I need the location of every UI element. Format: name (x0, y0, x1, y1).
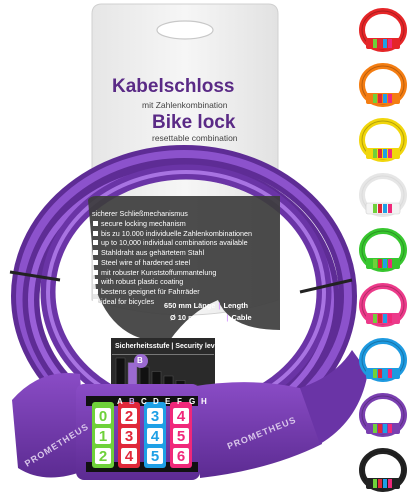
security-level-letter: B (129, 397, 135, 406)
wheel-digit: 5 (176, 428, 186, 445)
security-level-letter: H (201, 397, 207, 406)
hang-hole (156, 20, 214, 40)
variant-thumbnail-white[interactable] (359, 173, 407, 217)
feature-item: up to 10,000 individual combinations ava… (92, 238, 252, 248)
wheel-digit: 2 (124, 408, 134, 425)
wheel-digit: 6 (176, 448, 186, 465)
security-selected-letter: B (137, 356, 143, 365)
wheel-digit-window (95, 428, 111, 444)
product-title-en: Bike lock (152, 112, 236, 133)
wheel-digit: 2 (98, 448, 108, 465)
feature-item: secure locking mechanism (92, 219, 252, 229)
security-level-letter: G (189, 397, 196, 406)
wheel-digit-window (173, 428, 189, 444)
wheel-digit: 3 (150, 408, 160, 425)
info-panel (88, 196, 280, 340)
security-level-letter: D (153, 397, 159, 406)
feature-item: sicherer Schließmechanismus (92, 209, 188, 218)
wheel-digit-window (121, 448, 137, 464)
wheel-digit-window (121, 408, 137, 424)
security-level-letter: E (165, 397, 171, 406)
feature-item: Steel wire of hardened steel (92, 258, 252, 268)
variant-thumbnail-purple[interactable] (359, 393, 407, 437)
cable-ties (9, 270, 353, 294)
security-level-letter: C (141, 397, 147, 406)
security-label: Sicherheitsstufe | Security level (115, 343, 221, 350)
wheel-digit-window (147, 448, 163, 464)
variant-thumbnail-blue[interactable] (359, 338, 407, 382)
spec-length-en: Length (223, 301, 249, 310)
feature-list: sicherer Schließmechanismus secure locki… (92, 209, 252, 307)
wheel-digit: 0 (98, 408, 108, 425)
color-variants (359, 8, 407, 492)
product-title-de: Kabelschloss (112, 76, 235, 97)
feature-item: bestens geeignet für Fahrräder (92, 287, 252, 297)
wheel-digit-window (147, 408, 163, 424)
wheel-digit-window (173, 408, 189, 424)
security-selected-marker (134, 354, 148, 368)
feature-item: ideal for bicycles (92, 297, 252, 307)
product-subtitle-en: resettable combination (152, 133, 238, 143)
wheel-digit-window (147, 428, 163, 444)
product-subtitle-de: mit Zahlenkombination (142, 100, 228, 110)
feature-item: Stahldraht aus gehärtetem Stahl (92, 248, 252, 258)
variant-thumbnail-pink[interactable] (359, 283, 407, 327)
security-label-de: Sicherheitsstufe (115, 343, 170, 350)
wheel-digit: 5 (150, 448, 160, 465)
wheel-digit: 4 (176, 408, 186, 425)
variant-thumbnail-black[interactable] (359, 448, 407, 492)
spec-cable-en: Cable (231, 313, 252, 322)
variant-thumbnail-red[interactable] (359, 8, 407, 52)
wheel-digit: 4 (150, 428, 160, 445)
combination-wheels (92, 402, 192, 468)
variant-thumbnail-green[interactable] (359, 228, 407, 272)
security-level-letter: F (177, 397, 182, 406)
feature-item: bis zu 10.000 individuelle Zahlenkombina… (92, 229, 252, 239)
spec-cable-de: Ø 10 mm Kabel (170, 313, 224, 322)
spec-length: 650 mm Länge|Length (164, 301, 249, 310)
wheel-digit: 3 (124, 428, 134, 445)
wheel-digit-window (95, 408, 111, 424)
variant-thumbnail-orange[interactable] (359, 63, 407, 107)
wheel-digit: 4 (124, 448, 134, 465)
security-label-en: Security level (175, 343, 221, 350)
spec-cable: Ø 10 mm Kabel|Cable (170, 313, 252, 322)
wheel-digit: 1 (98, 428, 108, 445)
spec-length-de: 650 mm Länge (164, 301, 216, 310)
variant-thumbnail-yellow[interactable] (359, 118, 407, 162)
feature-item: mit robuster Kunststoffummantelung (92, 268, 252, 278)
feature-item: with robust plastic coating (92, 277, 252, 287)
wheel-digit-window (95, 448, 111, 464)
security-level-letter: A (117, 397, 123, 406)
wheel-digit-window (173, 448, 189, 464)
wheel-digit-window (121, 428, 137, 444)
